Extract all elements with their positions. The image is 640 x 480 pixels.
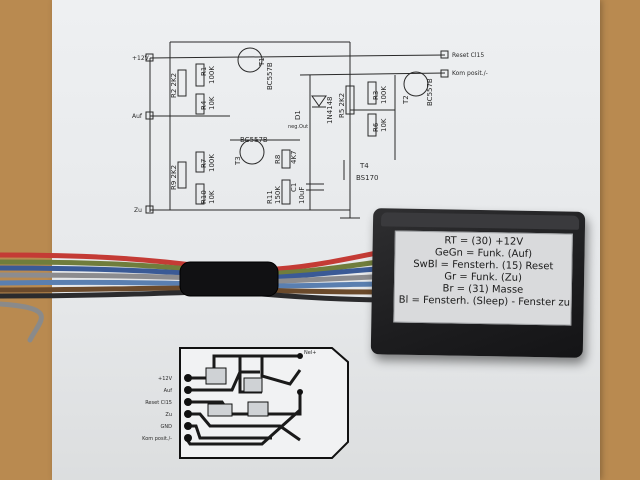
- pcb-pin-label-zu: Zu: [165, 412, 172, 418]
- label-r4-value: 10K: [208, 96, 216, 110]
- label-c1: C1: [290, 183, 298, 192]
- label-r3-value: 100K: [380, 86, 388, 104]
- label-r8: R8: [274, 155, 282, 164]
- label-r8-value: 4K7: [290, 151, 298, 165]
- label-t1: T1: [258, 57, 266, 67]
- label-r10-value: 10K: [208, 190, 216, 204]
- pcb-top-label: Nel+: [304, 350, 316, 356]
- label-t4-type: BS170: [356, 174, 378, 182]
- net-label-reset: Reset Cl15: [452, 52, 484, 59]
- net-label-komm: Kom posit./-: [452, 70, 488, 77]
- net-label-auf: Auf: [132, 113, 143, 120]
- label-t1-type: BC557B: [266, 62, 274, 90]
- pcb-pin-label-komm: Kom posit./-: [142, 436, 172, 442]
- label-r4: R4: [200, 100, 208, 110]
- label-r11: R11: [266, 190, 274, 204]
- pcb-pin-label-reset: Reset Cl15: [145, 400, 172, 406]
- controller-module: RT = (30) +12V GeGn = Funk. (Auf) SwBl =…: [370, 208, 586, 358]
- module-pinout-label: RT = (30) +12V GeGn = Funk. (Auf) SwBl =…: [393, 230, 573, 326]
- label-r10: R10: [200, 190, 208, 204]
- pcb-pin-label-gnd: GND: [161, 424, 173, 430]
- label-c1-value: 10uF: [298, 187, 306, 204]
- label-d1-type: 1N4148: [326, 96, 334, 124]
- label-t2-type: BC557B: [426, 78, 434, 106]
- pcb-pin-label-auf: Auf: [164, 388, 173, 394]
- label-r2: R2 2K2: [170, 73, 178, 98]
- label-r6: R6: [372, 122, 380, 132]
- label-t3: T3: [234, 156, 242, 166]
- label-t2: T2: [402, 95, 410, 105]
- wire-harness: [0, 247, 395, 343]
- label-r1: R1: [200, 67, 208, 76]
- label-r5: R5 2K2: [338, 93, 346, 118]
- pcb-pin-label-12v: +12V: [158, 376, 173, 382]
- label-d1: D1: [294, 110, 302, 120]
- label-t3-type: BC557B: [240, 136, 268, 144]
- label-r7-value: 100K: [208, 154, 216, 172]
- net-label-zu: Zu: [134, 207, 142, 214]
- pcb-layout: +12V Auf Reset Cl15 Zu GND Kom posit./- …: [142, 347, 349, 459]
- label-line-bl: Bl = Fensterh. (Sleep) - Fenster zu: [398, 294, 571, 309]
- label-r3: R3: [372, 91, 380, 100]
- label-r9: R9 2K2: [170, 165, 178, 190]
- label-r11-value: 150K: [274, 186, 282, 204]
- module-lid: [380, 212, 580, 230]
- label-r6-value: 10K: [380, 118, 388, 132]
- net-label-12v: +12V: [132, 55, 150, 62]
- label-neg-out: neg.Out: [288, 124, 308, 130]
- label-t4: T4: [359, 162, 369, 170]
- label-r1-value: 100K: [208, 66, 216, 84]
- label-r7: R7: [200, 159, 208, 168]
